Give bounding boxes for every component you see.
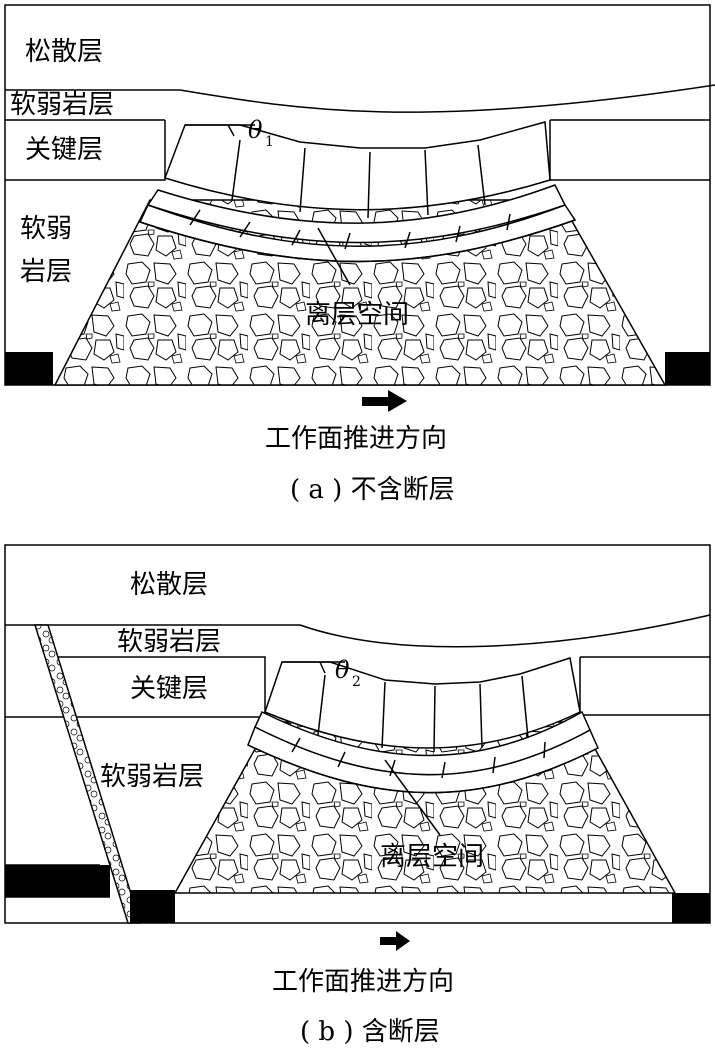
key-layer-blocks — [164, 121, 551, 211]
theta2-subscript: 2 — [352, 674, 361, 690]
label-key-layer: 关键层 — [25, 135, 103, 165]
key-layer-right-block — [549, 120, 710, 181]
label-loose-layer-b: 松散层 — [130, 570, 208, 600]
caption-a: ( a ) 不含断层 — [290, 475, 455, 505]
theta2-symbol: θ — [335, 656, 350, 684]
label-weak-layer-top: 软弱岩层 — [10, 90, 114, 120]
bent-layer-b-2 — [247, 744, 599, 794]
bent-layer-hatches — [189, 209, 511, 250]
block-joints-b — [317, 674, 529, 753]
separation-leader — [317, 227, 351, 286]
loose-layer-boundary-b — [5, 614, 711, 648]
caption-b: ( b ) 含断层 — [300, 1017, 440, 1047]
label-advance-direction-b: 工作面推进方向 — [272, 967, 454, 997]
label-key-layer-b: 关键层 — [130, 674, 208, 704]
theta1-symbol: θ — [248, 116, 263, 144]
coal-seam-right — [665, 352, 710, 385]
coal-seam-left-far-b — [5, 865, 110, 897]
loose-layer-boundary — [5, 84, 715, 113]
key-layer-left-block — [5, 120, 166, 181]
bent-layer-top — [146, 184, 567, 244]
label-weak-layer-bottom-b: 软弱岩层 — [100, 762, 204, 792]
theta1-arc — [227, 124, 235, 137]
coal-seam-left — [5, 352, 53, 385]
label-separation-space: 离层空间 — [305, 300, 409, 330]
panel-a: 松散层 软弱岩层 关键层 软弱 岩层 离层空间 θ 1 工作面推进方向 ( a … — [4, 4, 715, 505]
advance-arrow-icon-b — [380, 931, 410, 951]
label-loose-layer: 松散层 — [25, 37, 103, 67]
key-layer-blocks-b — [264, 657, 581, 749]
panel-b: 松散层 软弱岩层 关键层 软弱岩层 离层空间 θ 2 工作面推进方向 ( b )… — [4, 544, 711, 1047]
label-weak-layer-bottom-1: 软弱 — [20, 214, 72, 244]
label-separation-space-b: 离层空间 — [380, 842, 484, 872]
bent-layer-b-hatches — [291, 737, 546, 779]
advance-arrow-icon — [362, 390, 407, 412]
block-joints — [231, 139, 486, 219]
label-weak-layer-top-b: 软弱岩层 — [117, 627, 221, 657]
coal-seam-right-b — [672, 893, 710, 923]
bent-layer-2 — [139, 219, 576, 263]
bent-layer-b-top — [254, 710, 591, 776]
theta2-arc — [319, 661, 326, 674]
theta1-subscript: 1 — [265, 134, 274, 150]
separation-leader-b — [384, 759, 441, 836]
panel-b-frame — [4, 544, 711, 924]
label-advance-direction: 工作面推进方向 — [265, 424, 447, 454]
label-weak-layer-bottom-2: 岩层 — [20, 257, 72, 287]
coal-seam-left-b — [130, 890, 175, 923]
